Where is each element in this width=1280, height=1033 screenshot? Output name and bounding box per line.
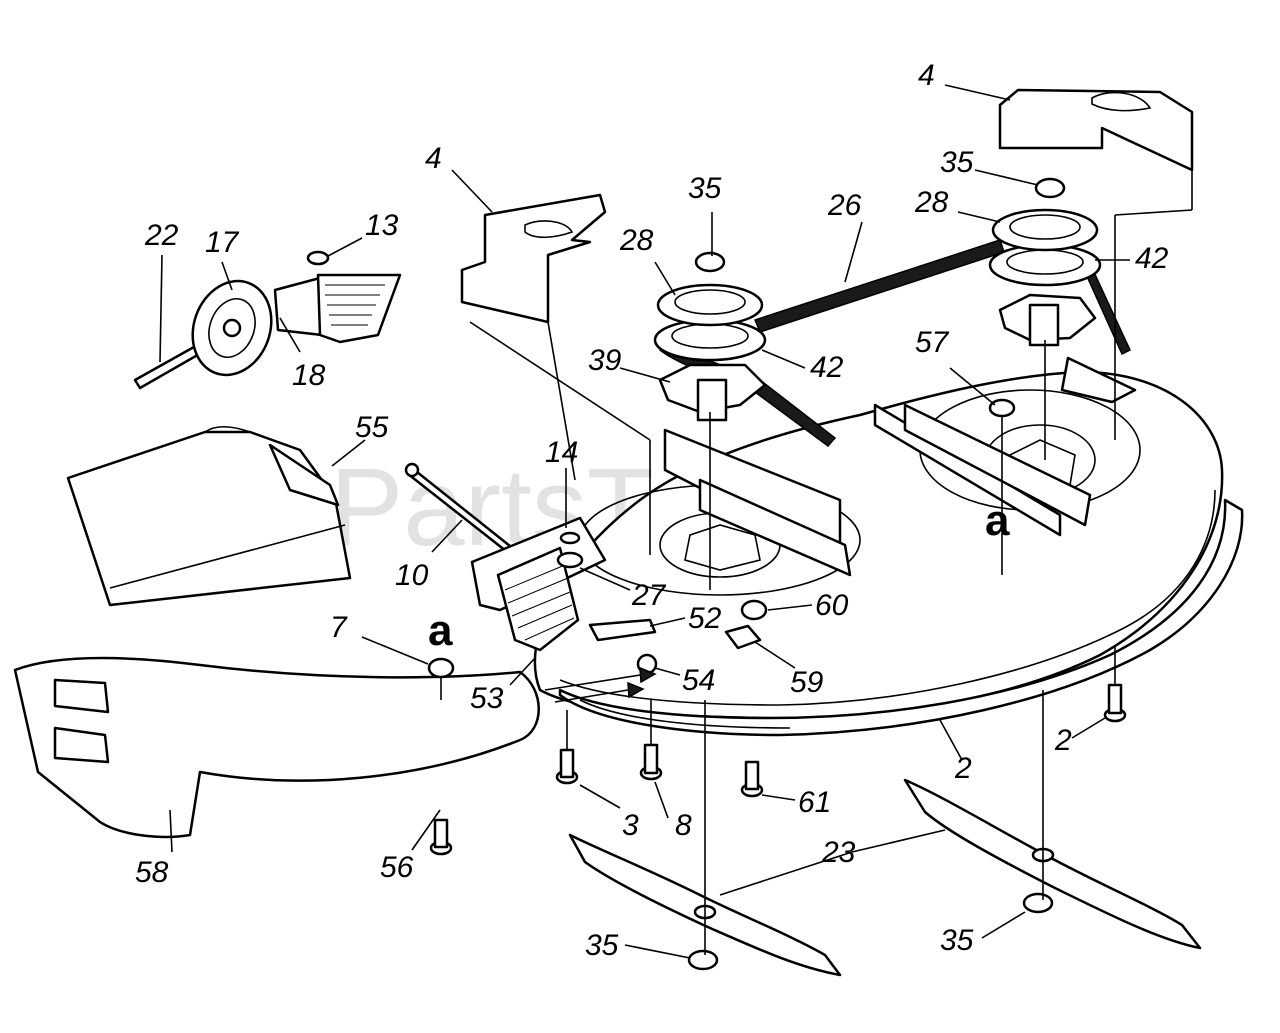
callout-3: 2 — [954, 752, 972, 785]
callout-60: 60 — [815, 589, 849, 622]
callout-4-left: 4 — [425, 142, 442, 175]
callout-22: 22 — [144, 219, 179, 252]
callout-39: 39 — [588, 344, 622, 377]
callout-59: 59 — [790, 666, 824, 699]
deck-housing — [533, 356, 1244, 737]
belt-cover-right — [998, 88, 1194, 172]
callout-2-right: 2 — [1054, 724, 1072, 757]
pivot-bracket-assembly — [470, 516, 658, 675]
callouts: 4 4 35 35 28 28 26 42 42 39 57 22 17 13 … — [135, 59, 1169, 962]
blade-right — [903, 778, 1202, 950]
front-baffle — [13, 656, 540, 839]
idler-pulley-assembly — [133, 250, 402, 390]
reference-letter-a-left: a — [428, 606, 453, 655]
callout-56: 56 — [380, 851, 414, 884]
belt-cover-left — [460, 193, 607, 324]
discharge-chute — [66, 425, 352, 607]
left-spindle-assembly — [653, 251, 767, 422]
callout-10: 10 — [395, 559, 429, 592]
callout-28-right: 28 — [914, 186, 949, 219]
callout-26: 26 — [827, 189, 862, 222]
callout-14: 14 — [545, 436, 578, 469]
assembly-lines — [440, 170, 1193, 955]
callout-54: 54 — [682, 664, 715, 697]
callout-7: 7 — [330, 611, 348, 644]
callout-23: 23 — [821, 836, 856, 869]
callout-52: 52 — [688, 602, 722, 635]
callout-42-left: 42 — [810, 351, 844, 384]
right-spindle-assembly — [988, 177, 1102, 347]
callout-55: 55 — [355, 411, 389, 444]
hardware — [427, 398, 1127, 971]
leader-lines — [159, 84, 1130, 959]
callout-53: 53 — [470, 682, 504, 715]
insertion-arrows — [544, 666, 657, 703]
callout-8: 3 — [622, 809, 639, 842]
reference-letter-a-right: a — [985, 496, 1010, 545]
callout-4-right: 4 — [918, 59, 935, 92]
callout-42-right: 42 — [1135, 242, 1169, 275]
callout-57: 57 — [915, 326, 950, 359]
callout-35-right-blade: 35 — [940, 924, 974, 957]
callout-28-left: 28 — [619, 224, 654, 257]
callout-18: 18 — [292, 359, 326, 392]
callout-17: 17 — [205, 226, 240, 259]
callout-2-center: 8 — [675, 809, 692, 842]
callout-13: 13 — [365, 209, 399, 242]
callout-27: 27 — [631, 579, 667, 612]
callout-35-left-blade: 35 — [585, 929, 619, 962]
callout-35-right-spindle: 35 — [940, 146, 974, 179]
callout-35-left-spindle: 35 — [688, 172, 722, 205]
reference-letters: a a — [428, 496, 1010, 655]
callout-58: 58 — [135, 856, 169, 889]
callout-61: 61 — [798, 786, 831, 819]
